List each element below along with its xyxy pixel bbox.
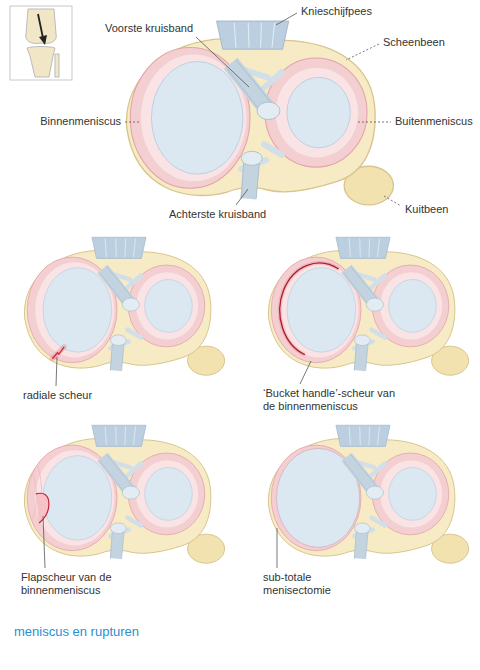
tear-label: sub-totale menisectomie — [262, 571, 369, 597]
part-label: Kuitbeen — [404, 203, 449, 216]
part-label: Voorste kruisband — [104, 22, 194, 35]
radial-tear — [52, 347, 64, 359]
leader-line — [236, 189, 248, 205]
leader-line — [300, 361, 311, 384]
knee-flap-tear — [24, 425, 224, 563]
leader-line — [346, 44, 379, 60]
leader-line — [43, 516, 45, 568]
tear-label: ‘Bucket handle’-scheur van de binnenmeni… — [262, 387, 404, 413]
figure-caption: meniscus en rupturen — [14, 624, 139, 640]
leader-line — [276, 13, 297, 25]
tibia — [268, 425, 468, 563]
tibia — [24, 425, 224, 563]
leader-line — [56, 357, 57, 386]
tear-glow — [280, 263, 339, 355]
cruciate-ligaments — [344, 266, 385, 370]
cruciate-ligaments — [100, 454, 141, 558]
inset-fibula — [55, 54, 59, 77]
tear-glow — [52, 347, 64, 359]
flap-tear — [36, 493, 49, 523]
knee-menisectomy — [268, 425, 468, 563]
part-label: Scheenbeen — [382, 36, 446, 49]
part-label: Achterste kruisband — [168, 208, 267, 221]
orientation-inset — [10, 6, 72, 80]
inset-arrow-head — [39, 35, 47, 45]
tibia — [24, 237, 224, 375]
leader-lines — [43, 13, 401, 568]
leader-line — [277, 528, 278, 568]
bucket-handle-tear — [280, 263, 339, 355]
inset-frame — [10, 6, 72, 80]
tibia — [127, 21, 394, 205]
leader-line — [125, 122, 140, 123]
part-label: Buitenmeniscus — [394, 115, 474, 128]
part-label: Binnenmeniscus — [39, 115, 122, 128]
knee-top-view — [127, 21, 394, 205]
leader-line — [196, 37, 249, 87]
knee-radial-tear — [24, 237, 224, 375]
part-label: Knieschijfpees — [300, 5, 373, 18]
leader-line — [358, 122, 391, 123]
tear-label: radiale scheur — [22, 389, 93, 402]
leader-line — [384, 196, 401, 206]
cruciate-ligaments — [227, 60, 282, 199]
cruciate-ligaments — [100, 266, 141, 370]
inset-tibia — [27, 47, 55, 78]
tibia — [268, 237, 468, 375]
cruciate-ligaments — [344, 454, 385, 558]
tear-label: Flapscheur van de binnenmeniscus — [20, 571, 147, 597]
inset-arrow-shaft — [38, 14, 43, 38]
knee-bucket-handle-tear — [268, 237, 468, 375]
